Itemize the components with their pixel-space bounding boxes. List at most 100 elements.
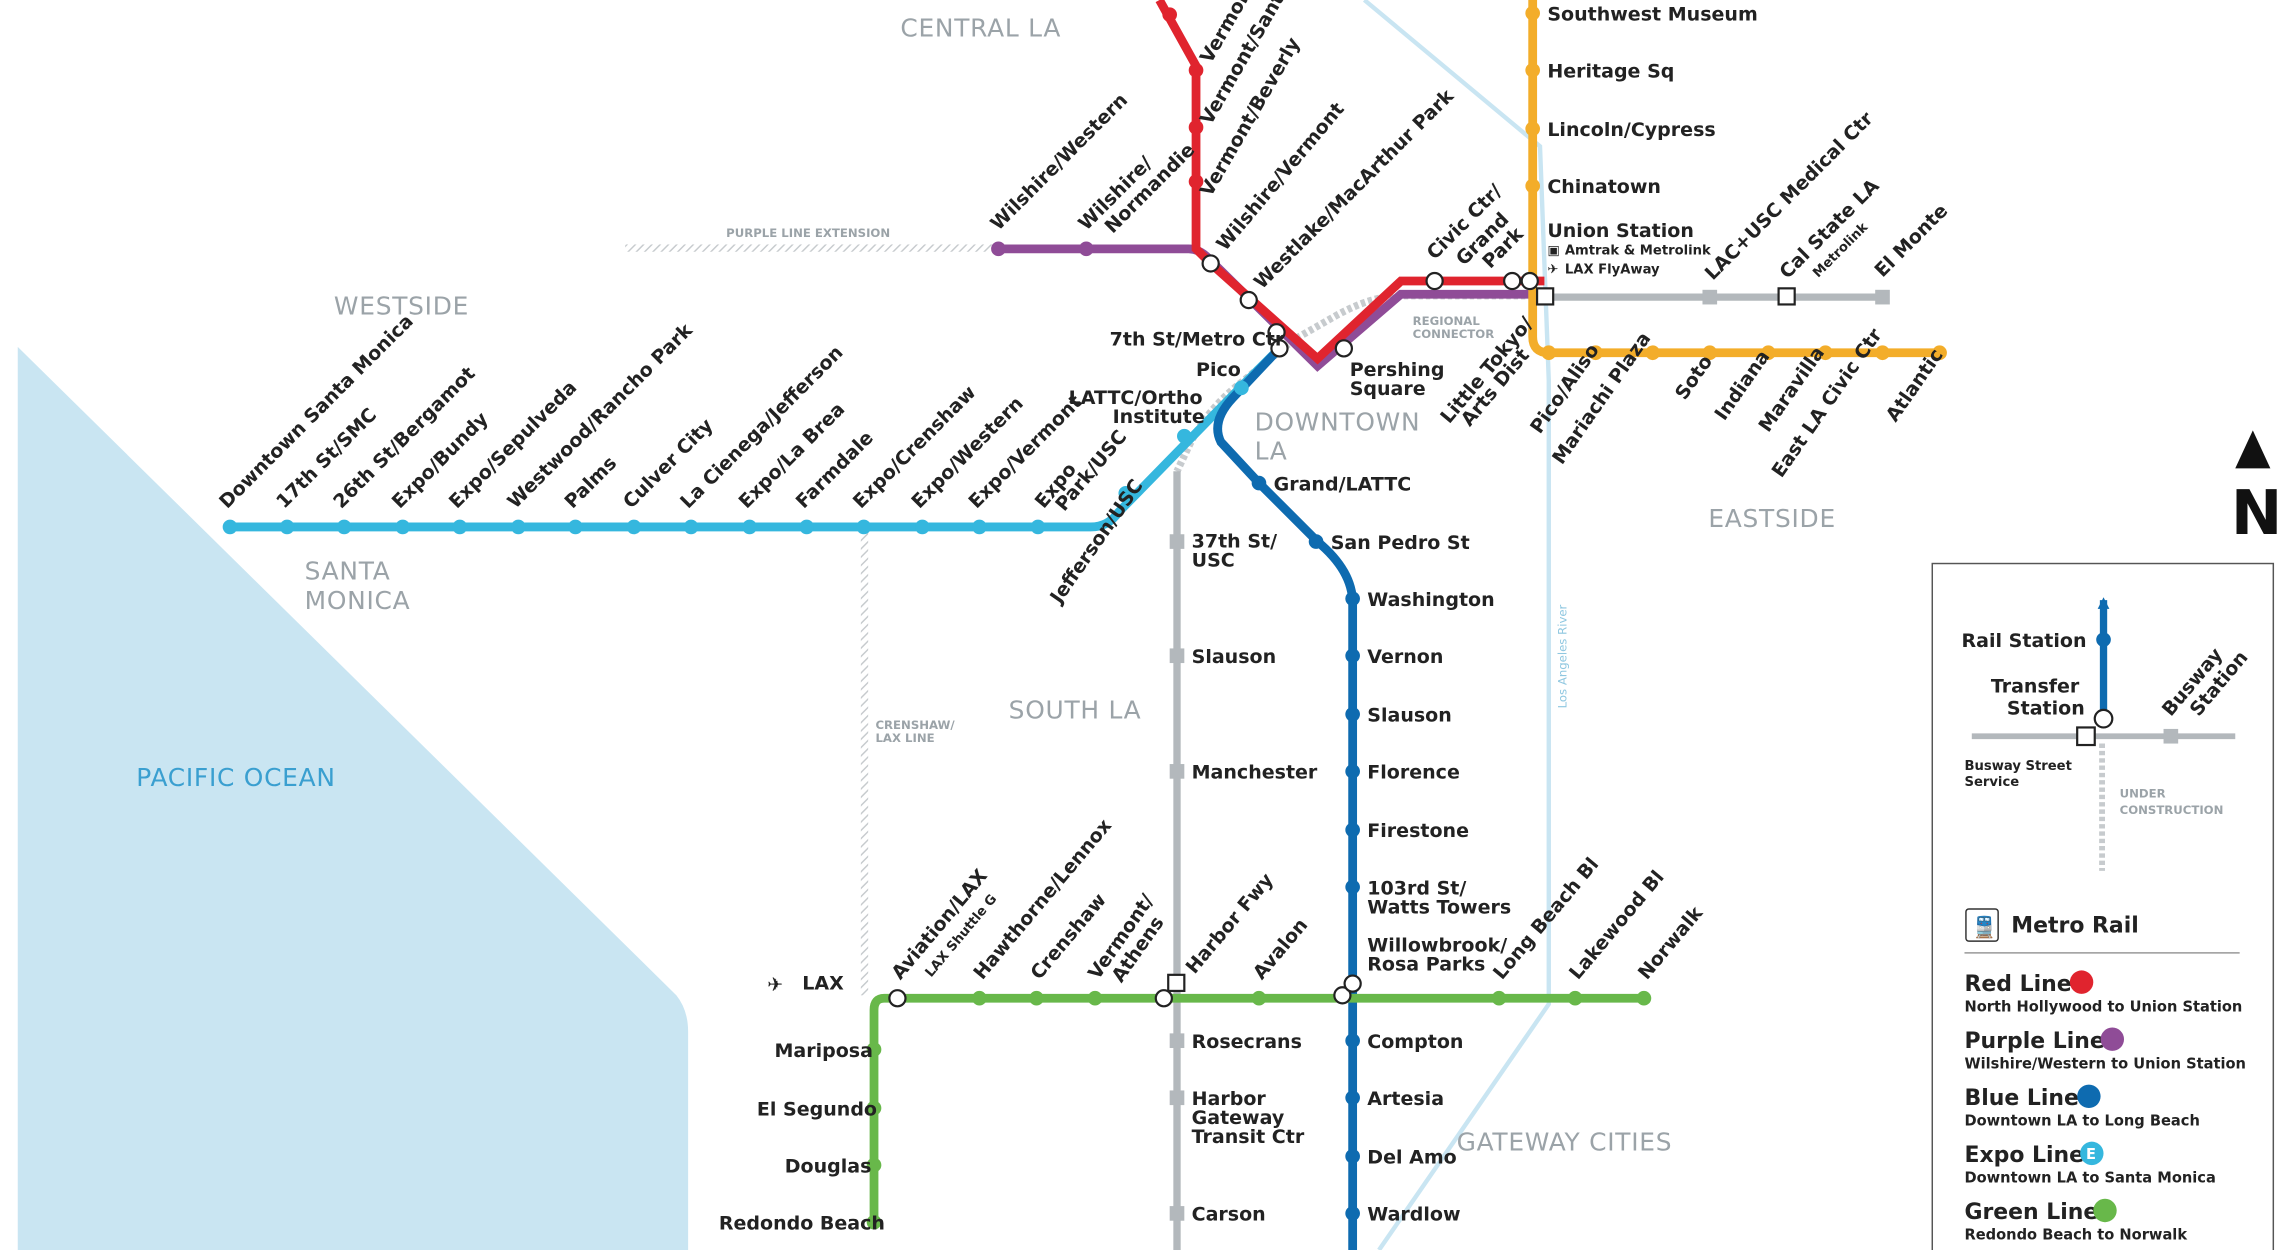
station-dot-civic-center[interactable] — [1425, 271, 1444, 291]
station-dot-pico-aliso[interactable] — [1588, 345, 1603, 361]
station-label-manchester[interactable]: Manchester — [1192, 762, 1318, 784]
station-dot-vermont-beverly[interactable] — [1188, 120, 1204, 135]
station-dot-7th-metro-2[interactable] — [1270, 339, 1289, 358]
station-label-103rd-2[interactable]: Watts Towers — [1367, 896, 1511, 918]
station-label-harbor-gw-2[interactable]: Gateway — [1192, 1107, 1285, 1129]
station-dot-soto[interactable] — [1702, 345, 1718, 361]
station-dot-harbor-fwy-green[interactable] — [1154, 989, 1173, 1008]
station-dot-east-la-civic[interactable] — [1875, 345, 1890, 361]
station-dot-san-pedro[interactable] — [1308, 534, 1324, 549]
station-dot-expo-5[interactable] — [511, 519, 526, 535]
station-dot-expo-11[interactable] — [856, 519, 872, 535]
station-dot-expo-10[interactable] — [799, 519, 815, 535]
station-label-el-segundo[interactable]: El Segundo — [757, 1098, 877, 1120]
station-dot-expo-4[interactable] — [452, 519, 468, 535]
station-dot-maravilla[interactable] — [1818, 345, 1833, 361]
station-square-harbor-fwy[interactable] — [1167, 973, 1186, 993]
station-dot-washington[interactable] — [1345, 591, 1360, 606]
station-dot-jefferson-usc[interactable] — [1118, 485, 1134, 501]
station-label-willowbrook-2[interactable]: Rosa Parks — [1367, 953, 1485, 975]
station-label-vernon[interactable]: Vernon — [1367, 646, 1443, 668]
station-dot-expo-12[interactable] — [915, 519, 930, 535]
station-dot-wilshire-western[interactable] — [991, 241, 1006, 257]
station-label-lax[interactable]: LAX — [802, 972, 844, 994]
station-label-lincoln-cypress[interactable]: Lincoln/Cypress — [1547, 119, 1715, 141]
busway-station-rosecrans[interactable] — [1169, 1033, 1185, 1049]
station-label-union[interactable]: Union Station — [1547, 220, 1694, 242]
station-dot-vermont-santa-monica[interactable] — [1188, 62, 1204, 78]
station-dot-lakewood[interactable] — [1567, 990, 1583, 1006]
station-label-soto[interactable]: Soto — [1671, 351, 1717, 404]
station-dot-mariposa[interactable] — [866, 1042, 882, 1057]
station-dot-expo-9[interactable] — [742, 519, 757, 535]
station-label-norwalk[interactable]: Norwalk — [1634, 901, 1708, 984]
station-label-lattc-1[interactable]: LATTC/Ortho — [1069, 387, 1203, 409]
station-dot-southwest-museum[interactable] — [1525, 5, 1541, 21]
station-label-mariposa[interactable]: Mariposa — [774, 1040, 872, 1062]
station-dot-wardlow[interactable] — [1345, 1206, 1360, 1221]
station-dot-expo-3[interactable] — [395, 519, 411, 535]
station-label-artesia[interactable]: Artesia — [1367, 1088, 1444, 1110]
station-label-del-amo[interactable]: Del Amo — [1367, 1147, 1456, 1169]
station-dot-lincoln-cypress[interactable] — [1525, 121, 1541, 137]
busway-station-slauson[interactable] — [1169, 648, 1185, 664]
station-dot-long-beach[interactable] — [1491, 990, 1507, 1006]
station-label-san-pedro[interactable]: San Pedro St — [1331, 532, 1470, 554]
station-dot-indiana[interactable] — [1761, 345, 1776, 361]
station-dot-vernon[interactable] — [1345, 648, 1360, 664]
station-label-florence[interactable]: Florence — [1367, 762, 1460, 784]
station-label-lattc-2[interactable]: Institute — [1113, 406, 1205, 428]
station-dot-expo-0[interactable] — [222, 519, 238, 535]
station-label-compton[interactable]: Compton — [1367, 1031, 1463, 1053]
station-dot-wilshire-vermont[interactable] — [1201, 254, 1220, 273]
station-label-heritage-sq[interactable]: Heritage Sq — [1547, 61, 1674, 83]
station-dot-aviation-lax[interactable] — [888, 989, 907, 1008]
station-label-wilshire-vermont[interactable]: Wilshire/Vermont — [1212, 98, 1348, 255]
station-dot-mariachi[interactable] — [1645, 345, 1661, 361]
station-label-37th-1[interactable]: 37th St/ — [1192, 530, 1277, 552]
station-dot-union-2[interactable] — [1520, 271, 1539, 291]
station-dot-chinatown[interactable] — [1525, 178, 1541, 194]
station-dot-expo-14[interactable] — [1030, 519, 1046, 535]
station-dot-crenshaw-green[interactable] — [1029, 990, 1044, 1006]
station-dot-compton[interactable] — [1345, 1033, 1360, 1049]
station-dot-little-tokyo[interactable] — [1541, 345, 1557, 361]
busway-station-el-monte[interactable] — [1875, 289, 1890, 305]
station-label-southwest-museum[interactable]: Southwest Museum — [1547, 3, 1757, 25]
station-dot-del-amo[interactable] — [1345, 1149, 1360, 1164]
station-dot-103rd[interactable] — [1345, 879, 1360, 895]
station-dot-artesia[interactable] — [1345, 1090, 1360, 1106]
station-dot-vermont-sunset[interactable] — [1162, 7, 1178, 22]
station-square-union[interactable] — [1535, 287, 1555, 306]
station-dot-heritage-sq[interactable] — [1525, 62, 1541, 78]
busway-station-manchester[interactable] — [1169, 764, 1185, 779]
station-dot-expo-13[interactable] — [972, 519, 987, 535]
station-dot-hawthorne[interactable] — [972, 990, 987, 1006]
station-label-expo-1[interactable]: 17th St/SMC — [272, 404, 381, 513]
busway-station-cal-state[interactable] — [1777, 287, 1796, 306]
station-label-pico[interactable]: Pico — [1196, 359, 1241, 381]
station-label-willowbrook-1[interactable]: Willowbrook/ — [1367, 934, 1507, 956]
station-dot-pico[interactable] — [1234, 380, 1249, 396]
station-label-pershing-2[interactable]: Square — [1350, 378, 1426, 400]
station-dot-expo-8[interactable] — [683, 519, 699, 535]
station-label-el-monte[interactable]: El Monte — [1870, 200, 1952, 282]
station-label-wardlow[interactable]: Wardlow — [1367, 1204, 1460, 1226]
station-label-washington[interactable]: Washington — [1367, 589, 1494, 611]
station-dot-expo-2[interactable] — [336, 519, 352, 535]
station-dot-expo-7[interactable] — [626, 519, 642, 535]
station-label-firestone[interactable]: Firestone — [1367, 820, 1469, 842]
station-label-pershing-1[interactable]: Pershing — [1350, 359, 1445, 381]
station-dot-willowbrook-2[interactable] — [1343, 974, 1362, 993]
station-label-grand-lattc[interactable]: Grand/LATTC — [1274, 473, 1412, 495]
station-label-avalon[interactable]: Avalon — [1249, 914, 1312, 984]
station-dot-norwalk[interactable] — [1636, 990, 1652, 1006]
station-label-redondo-beach[interactable]: Redondo Beach — [719, 1213, 885, 1235]
station-dot-lattc[interactable] — [1177, 428, 1192, 444]
station-dot-atlantic[interactable] — [1932, 345, 1947, 361]
station-dot-grand-lattc[interactable] — [1251, 475, 1267, 491]
station-label-harbor-gw-1[interactable]: Harbor — [1192, 1088, 1267, 1110]
station-label-slauson-silver[interactable]: Slauson — [1192, 646, 1277, 668]
station-dot-el-segundo[interactable] — [866, 1100, 882, 1116]
station-dot-westlake[interactable] — [1239, 290, 1258, 310]
